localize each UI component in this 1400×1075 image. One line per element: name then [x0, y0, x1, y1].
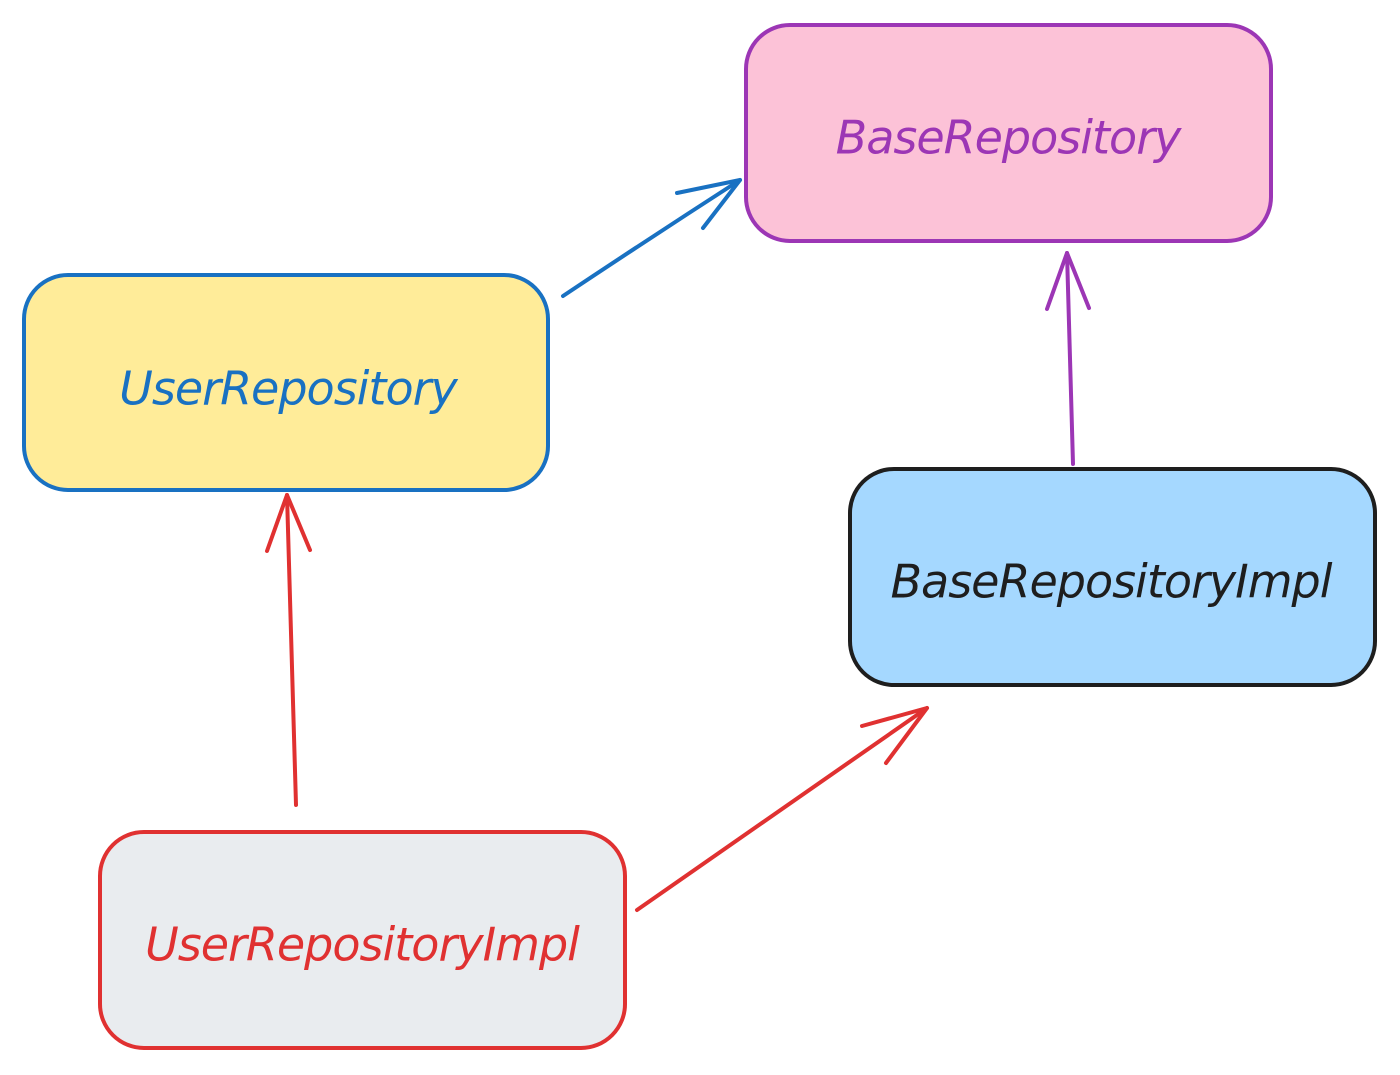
node-base-repository-impl[interactable]: BaseRepositoryImpl — [848, 467, 1377, 687]
node-user-repository-impl[interactable]: UserRepositoryImpl — [98, 830, 627, 1050]
edge-line — [1065, 251, 1075, 466]
arrowhead — [265, 493, 312, 553]
node-box — [848, 467, 1377, 687]
node-label: UserRepository — [119, 362, 458, 416]
edge-user-repository-to-base-repository — [561, 178, 742, 298]
node-box — [22, 273, 550, 492]
node-label: BaseRepository — [836, 111, 1182, 165]
edge-line — [285, 493, 298, 807]
node-box — [744, 23, 1273, 243]
node-base-repository[interactable]: BaseRepository — [744, 23, 1273, 243]
node-user-repository[interactable]: UserRepository — [22, 273, 550, 492]
edge-base-repository-impl-to-base-repository — [1045, 251, 1091, 466]
edge-line — [561, 178, 742, 298]
arrowhead — [860, 706, 929, 765]
arrowhead — [1045, 251, 1091, 311]
node-box — [98, 830, 627, 1050]
node-label: BaseRepositoryImpl — [890, 555, 1332, 609]
edge-user-repository-impl-to-user-repository — [265, 493, 312, 807]
arrowhead — [675, 178, 742, 230]
edge-line — [635, 706, 929, 912]
node-label: UserRepositoryImpl — [145, 918, 580, 972]
edge-user-repository-impl-to-base-repository-impl — [635, 706, 929, 912]
